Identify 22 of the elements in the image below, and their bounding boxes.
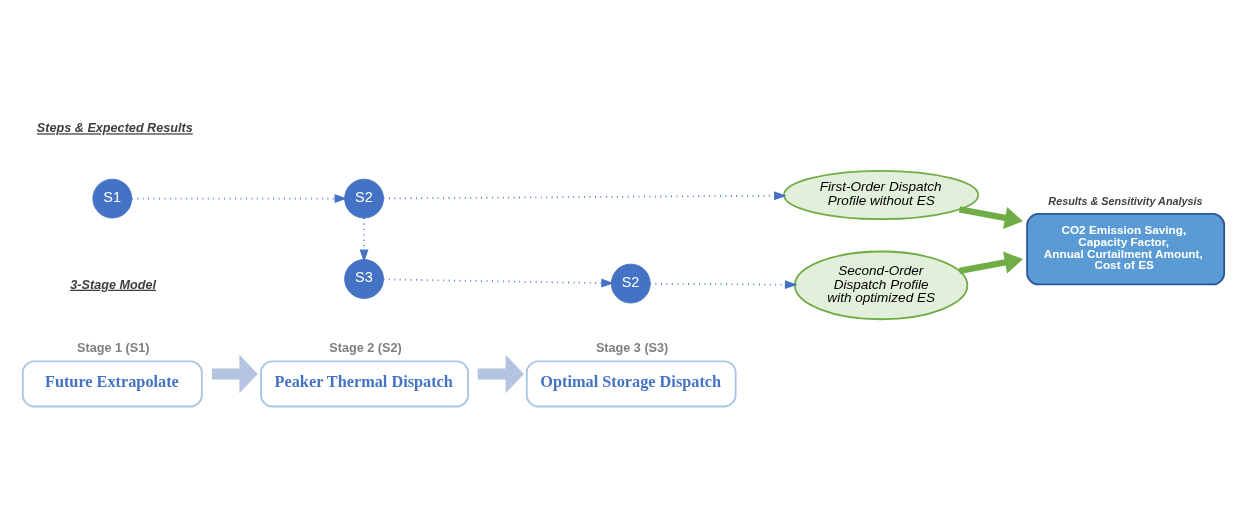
arrow <box>477 354 524 393</box>
node-ellipse: First-Order Dispatch Profile without ES <box>783 169 980 220</box>
node-ellipse: Second-Order Dispatch Profile with optimized ES <box>793 250 969 320</box>
label: 3-Stage Model <box>70 277 156 292</box>
node-circle: S3 <box>344 258 384 299</box>
arrow <box>359 216 369 262</box>
node-circle: S1 <box>92 178 133 218</box>
arrow <box>131 193 348 203</box>
node-label: Stage 2 (S2) <box>329 340 402 355</box>
node-box: Peaker Thermal Dispatch <box>260 359 469 407</box>
node-box: Optimal Storage Dispatch <box>525 359 737 407</box>
node-circle: S2 <box>610 263 651 303</box>
node-label: Stage 1 (S1) <box>77 340 150 355</box>
arrow <box>958 250 1023 274</box>
node-box: Future Extrapolate <box>21 359 203 407</box>
node-label: Stage 3 (S3) <box>595 340 669 355</box>
node-label: Results & Sensitivity Analysis <box>1048 194 1203 207</box>
node-circle: S2 <box>344 178 384 218</box>
arrow <box>212 354 258 393</box>
arrow <box>649 279 798 289</box>
label: Steps & Expected Results <box>36 120 193 135</box>
arrow <box>958 205 1023 229</box>
